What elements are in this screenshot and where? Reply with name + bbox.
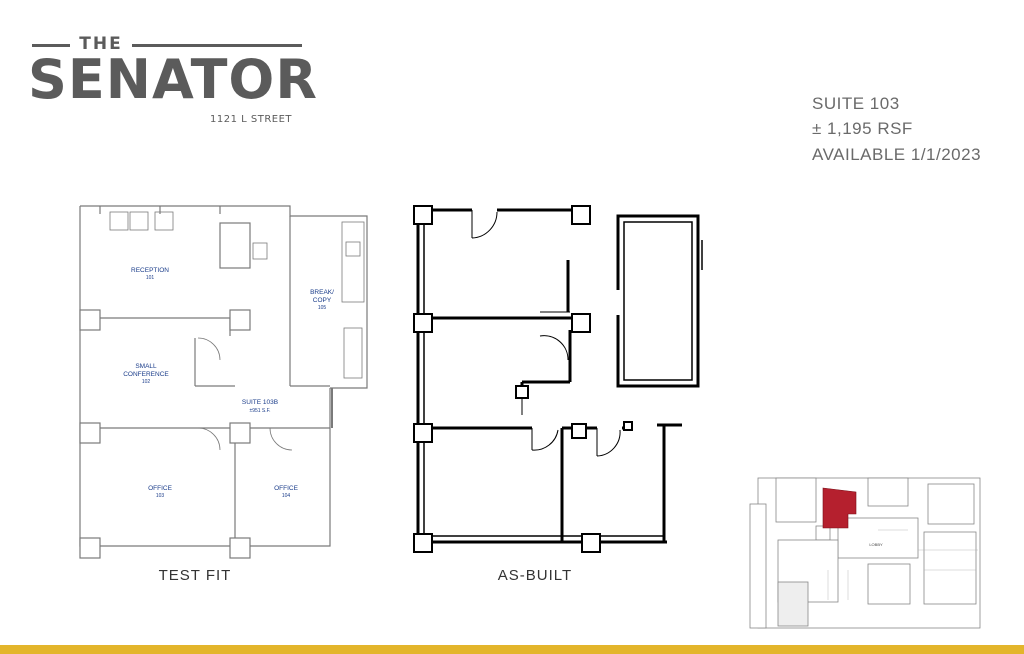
room-break-label2: COPY (313, 297, 332, 304)
key-plan-suite-highlight (822, 487, 857, 529)
logo-address: 1121 L STREET (210, 114, 293, 125)
room-reception-number: 101 (146, 275, 155, 281)
room-break-label: BREAK/ (310, 289, 334, 296)
logo-name: SENATOR (28, 48, 318, 111)
room-break-number: 105 (318, 305, 327, 311)
room-office-2-label: OFFICE (274, 485, 298, 492)
room-conference-number: 102 (142, 379, 151, 385)
key-plan-lobby-label: LOBBY (869, 542, 883, 547)
key-plan: LOBBY (749, 477, 981, 629)
suite-103b-area: ±951 S.F. (249, 408, 270, 414)
suite-area: ± 1,195 RSF (812, 119, 913, 138)
test-fit-caption: TEST FIT (158, 567, 232, 584)
logo-rule-left (32, 44, 70, 47)
bottom-accent-bar (0, 645, 1024, 654)
room-reception-label: RECEPTION (131, 267, 169, 274)
room-office-1-number: 103 (156, 493, 165, 499)
room-conference-label: SMALL (135, 363, 157, 370)
suite-availability: AVAILABLE 1/1/2023 (812, 145, 982, 164)
suite-103b-label: SUITE 103B (242, 399, 278, 406)
suite-title: SUITE 103 (812, 94, 900, 113)
logo-the: THE (79, 34, 123, 54)
room-office-2-number: 104 (282, 493, 291, 499)
room-conference-label2: CONFERENCE (123, 371, 169, 378)
test-fit-plan: RECEPTION 101 BREAK/ COPY 105 SMALL CONF… (79, 205, 368, 559)
as-built-caption: AS-BUILT (497, 567, 573, 584)
logo-rule-right (132, 44, 302, 47)
as-built-plan (413, 205, 703, 553)
room-office-1-label: OFFICE (148, 485, 172, 492)
